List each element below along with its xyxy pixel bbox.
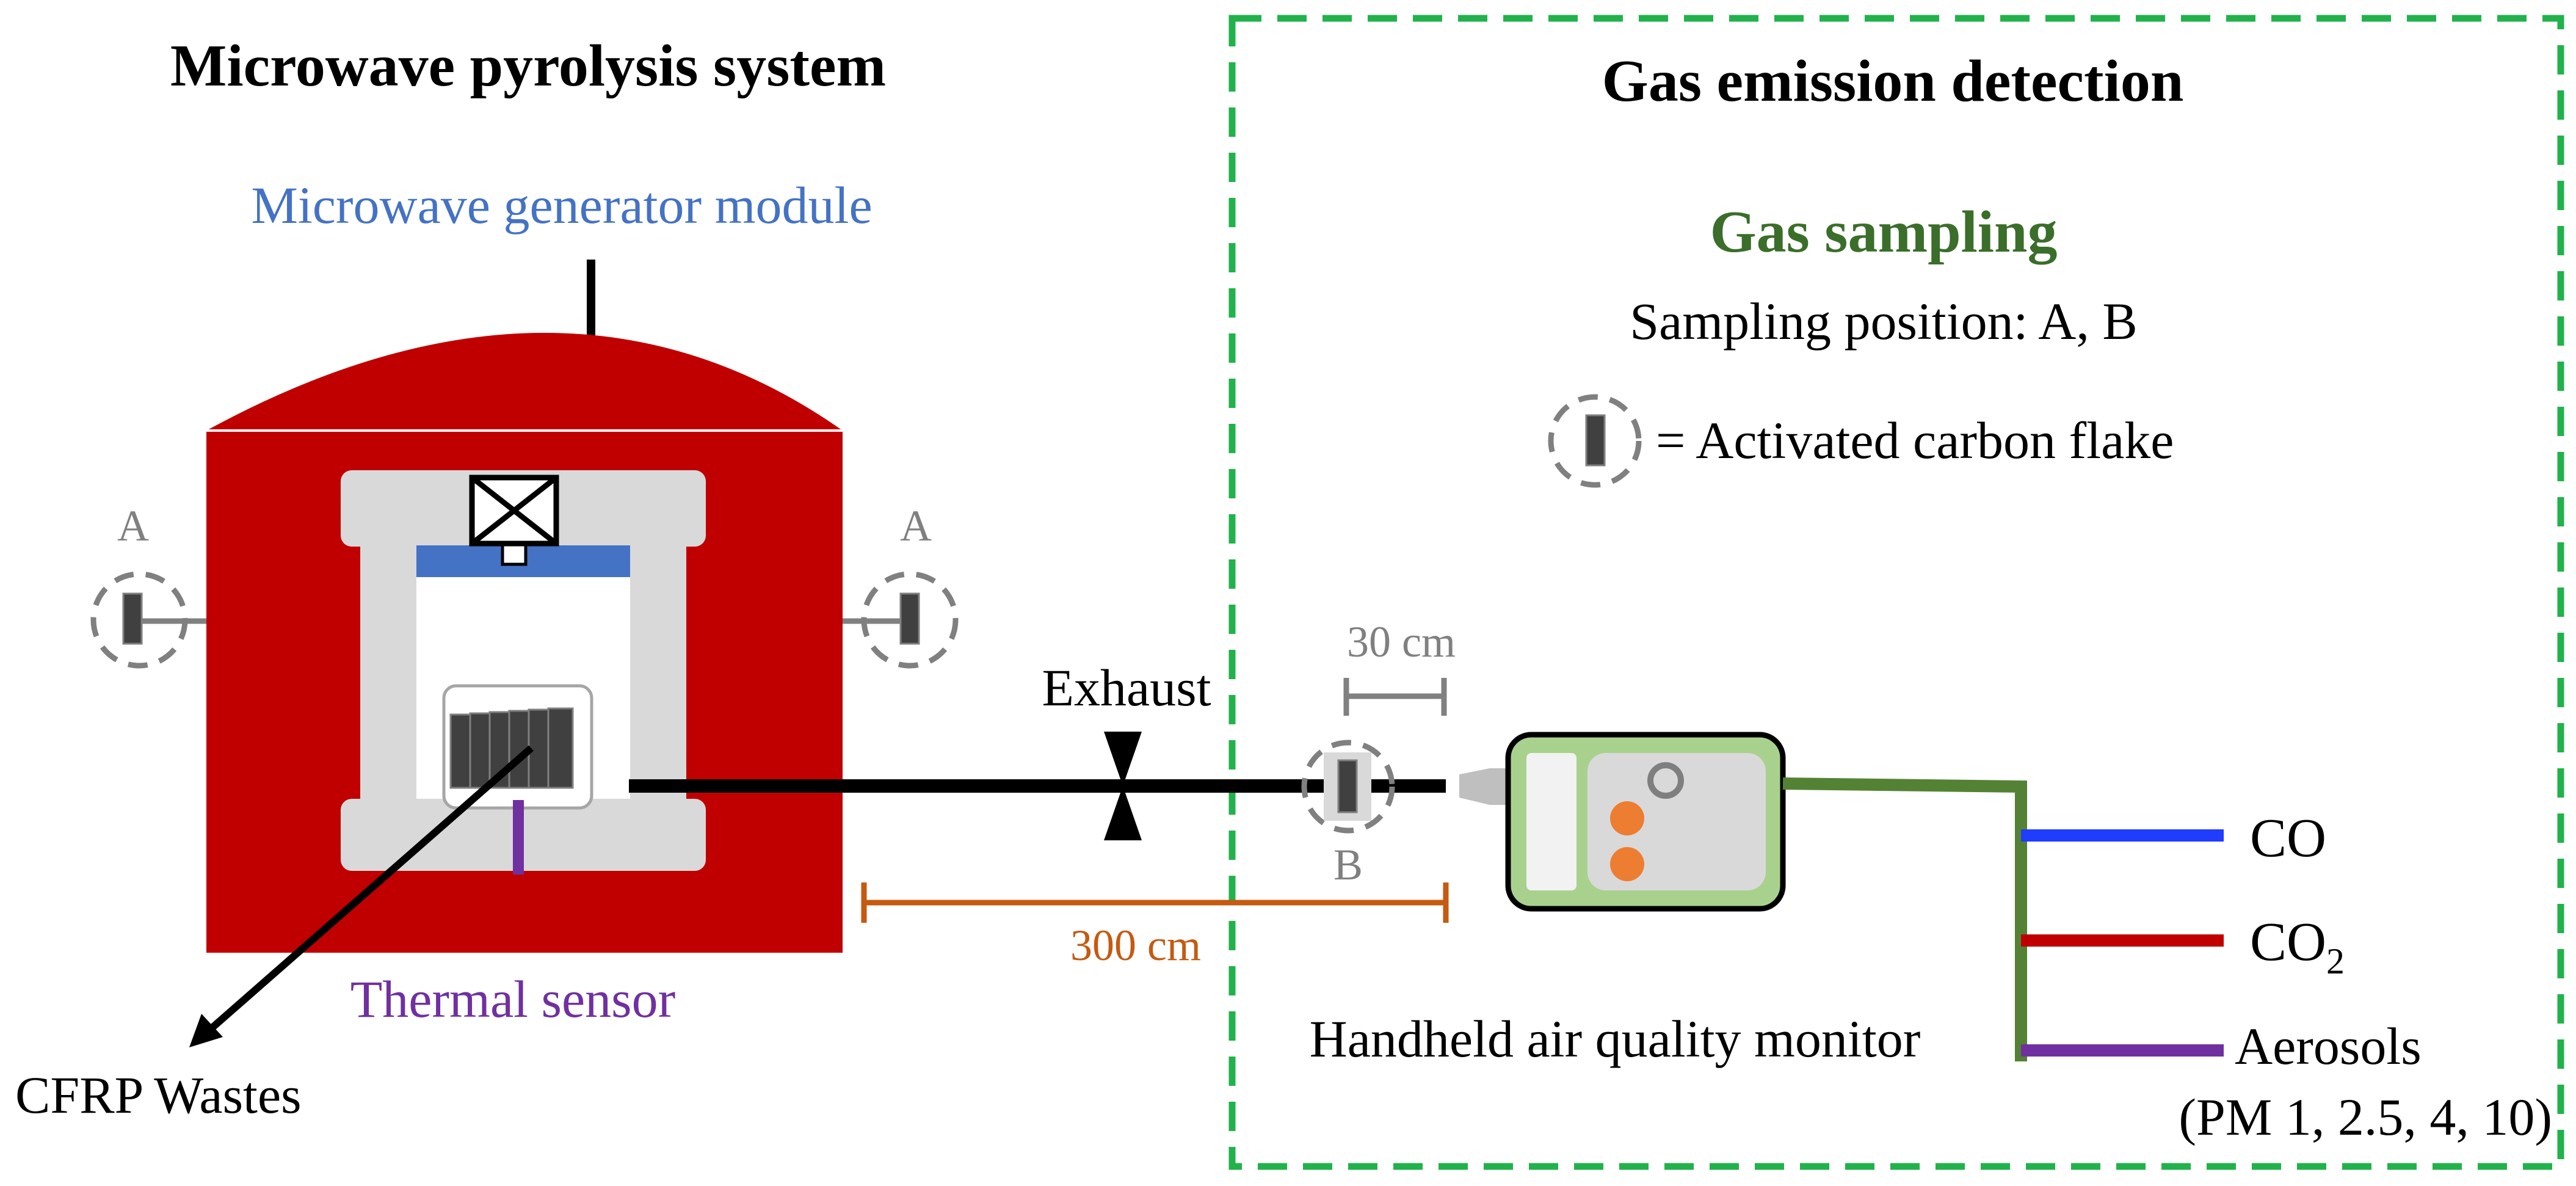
output-co2-subscript: 2: [2326, 941, 2345, 981]
legend-flake-text: = Activated carbon flake: [1656, 411, 2174, 470]
chamber-frame-right: [630, 531, 686, 812]
legend-carbon-flake: [1585, 414, 1606, 467]
cfrp-sample-stack: [449, 707, 574, 789]
output-aerosols-label: Aerosols: [2235, 1017, 2422, 1075]
legend-flake-marker: [1548, 394, 1642, 488]
cfrp-arrow-line: [208, 745, 534, 1032]
thermal-sensor-label: Thermal sensor: [350, 970, 676, 1028]
output-co2-label: CO2: [2250, 912, 2345, 981]
position-b-label: B: [1333, 840, 1363, 889]
microwave-generator-label: Microwave generator module: [251, 176, 872, 235]
chamber-frame-left: [360, 531, 416, 812]
cfrp-wastes-label: CFRP Wastes: [15, 1066, 302, 1124]
gas-sampling-heading: Gas sampling: [1710, 199, 2057, 265]
monitor-indicator-2: [1610, 847, 1644, 881]
distance-300-label: 300 cm: [1070, 921, 1201, 970]
thermal-sensor-probe: [513, 800, 524, 875]
furnace-dome: [206, 333, 843, 431]
gas-detection-dashed-box: [1228, 15, 2564, 1170]
monitor-indicator-1: [1610, 801, 1644, 835]
position-a-right-label: A: [900, 501, 932, 550]
magnetron-cross-2: [470, 475, 558, 546]
monitor-output-trunk: [1782, 777, 2027, 1061]
exhaust-valve-top: [1104, 732, 1142, 786]
distance-30-label: 30 cm: [1347, 617, 1456, 666]
output-co-label: CO: [2250, 808, 2326, 868]
monitor-label: Handheld air quality monitor: [1310, 1010, 1921, 1068]
carbon-flake-b: [1337, 759, 1358, 813]
carbon-flake-a-right: [899, 592, 920, 645]
position-a-left-label: A: [117, 501, 149, 550]
cfrp-arrow-head: [189, 1014, 223, 1047]
monitor-dial-icon: [1647, 762, 1684, 799]
sampling-position-text: Sampling position: A, B: [1630, 292, 2137, 351]
exhaust-valve-bottom: [1104, 786, 1142, 840]
magnetron-base: [501, 543, 528, 566]
output-co2-main: CO: [2250, 912, 2326, 972]
right-title: Gas emission detection: [1602, 48, 2184, 114]
position-b-marker: [1301, 740, 1395, 834]
exhaust-label: Exhaust: [1042, 658, 1211, 717]
left-title: Microwave pyrolysis system: [170, 33, 886, 99]
monitor-side-panel: [1526, 753, 1576, 890]
carbon-flake-a-left: [122, 592, 143, 645]
monitor-inlet-connector: [1459, 768, 1513, 805]
aerosol-detail-label: (PM 1, 2.5, 4, 10): [2179, 1088, 2552, 1146]
